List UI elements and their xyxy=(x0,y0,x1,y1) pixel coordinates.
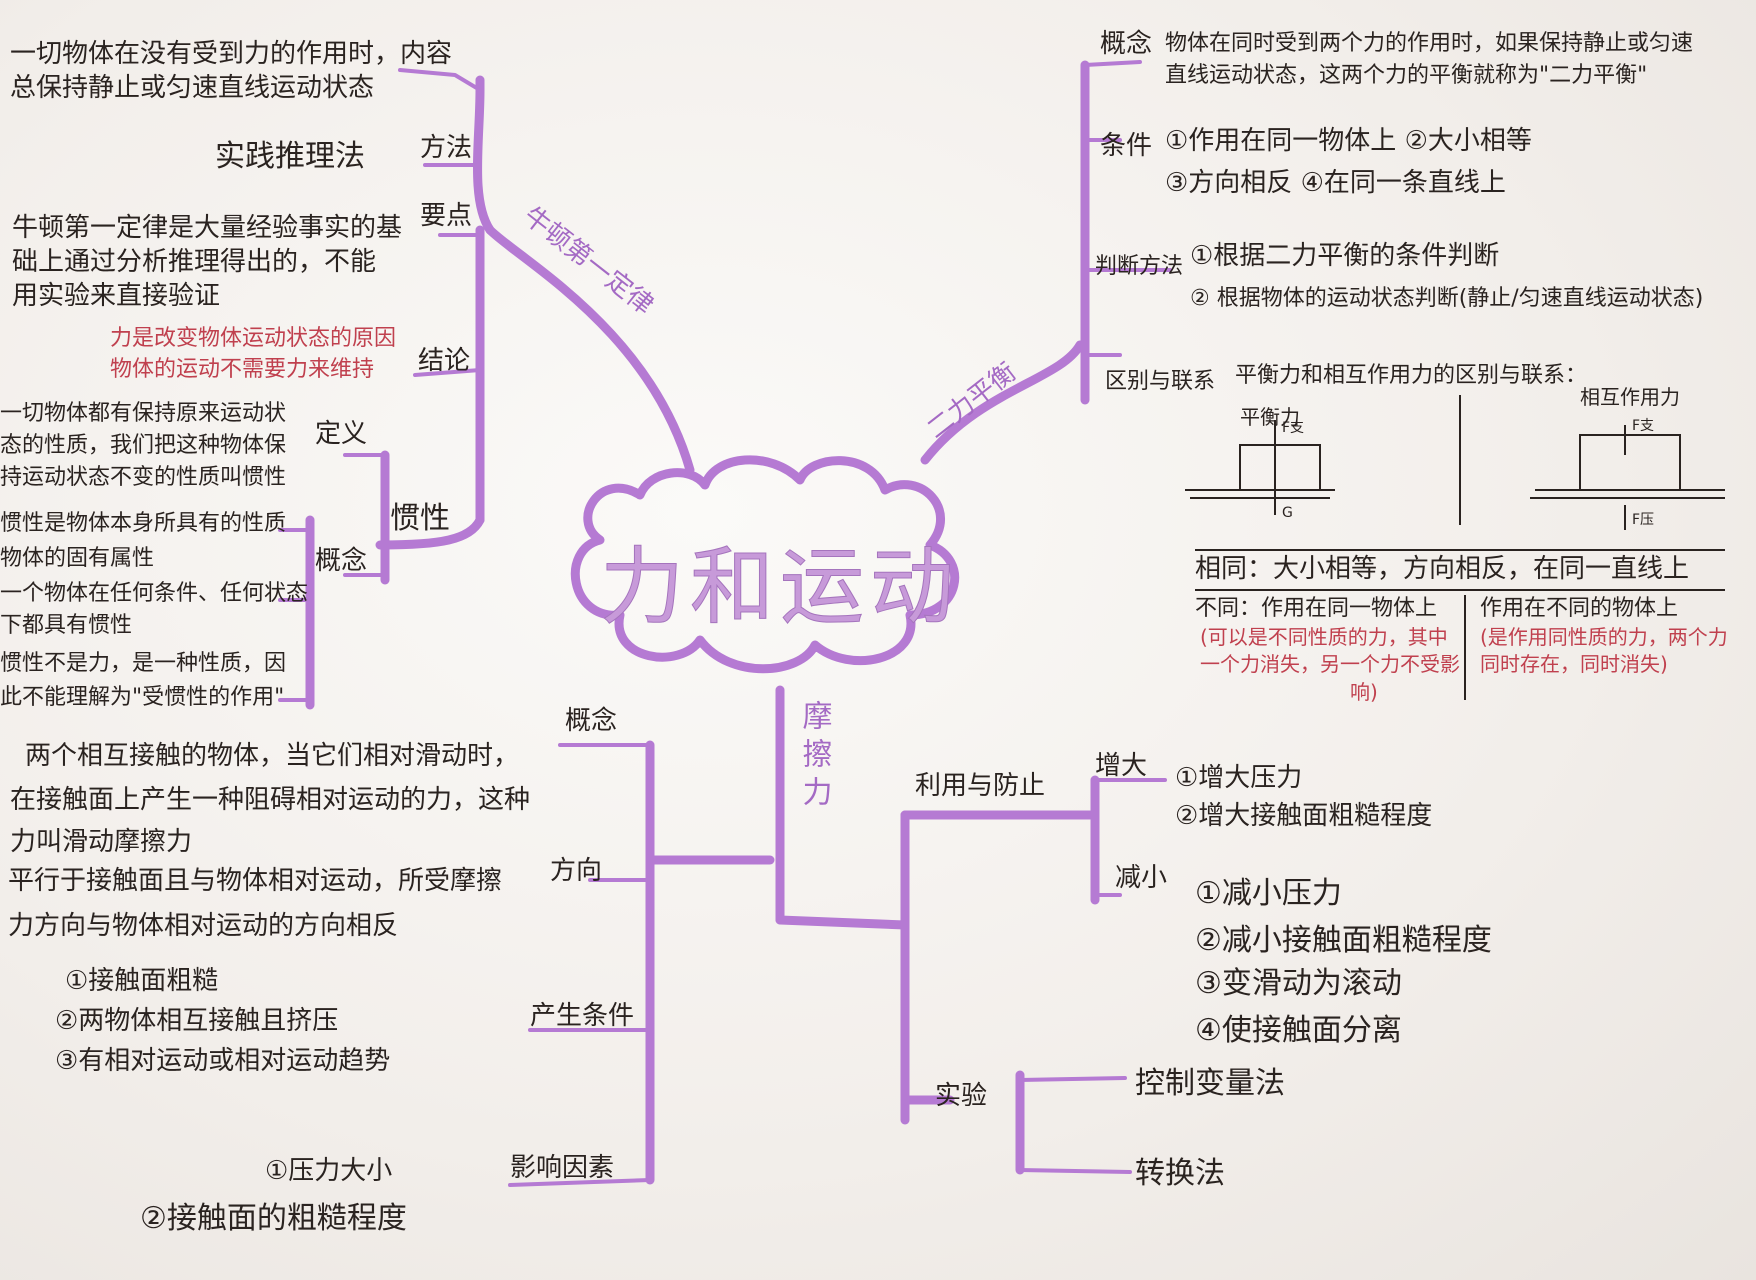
balance-judge-label: 判断方法 xyxy=(1095,254,1184,279)
balance-conditions-line-1: ①作用在同一物体上 ②大小相等 xyxy=(1165,126,1532,156)
balance-concept-line-2: 直线运动状态，这两个力的平衡就称为"二力平衡" xyxy=(1165,63,1648,88)
force-label-g: G xyxy=(1282,505,1293,521)
newton-method: 实践推理法 xyxy=(215,139,365,174)
inertia-definition-label: 定义 xyxy=(315,419,368,449)
inertia-concept-line-5: 惯性不是力，是一种性质，因 xyxy=(0,651,287,676)
friction-concept-line-3: 力叫滑动摩擦力 xyxy=(10,827,193,857)
balance-diff-left-note-3: 响) xyxy=(1350,680,1378,704)
friction-factors-label: 影响因素 xyxy=(510,1153,615,1183)
friction-factors-line-2: ②接触面的粗糙程度 xyxy=(140,1201,407,1236)
friction-factors-line-1: ①压力大小 xyxy=(265,1156,393,1186)
balance-concept-line-1: 物体在同时受到两个力的作用时，如果保持静止或匀速 xyxy=(1165,31,1694,56)
friction-produce-line-2: ②两物体相互接触且挤压 xyxy=(55,1006,339,1036)
friction-produce-line-3: ③有相对运动或相对运动趋势 xyxy=(55,1046,391,1076)
balance-force-caption: 平衡力 xyxy=(1240,405,1300,429)
friction-concept-line-2: 在接触面上产生一种阻碍相对运动的力，这种 xyxy=(10,785,531,815)
force-label-f-up: F支 xyxy=(1282,420,1305,436)
newton-content-line-2: 总保持静止或匀速直线运动状态 xyxy=(10,73,375,103)
balance-conditions-line-2: ③方向相反 ④在同一条直线上 xyxy=(1165,168,1506,198)
branch-label-friction: 摩擦力 xyxy=(796,700,832,814)
balance-diff-right: 作用在不同的物体上 xyxy=(1480,596,1679,621)
inertia-label: 惯性 xyxy=(390,501,450,536)
friction-experiment-label: 实验 xyxy=(935,1081,988,1111)
newton-points-label: 要点 xyxy=(420,201,473,231)
balance-judge-line-1: ①根据二力平衡的条件判断 xyxy=(1190,241,1500,271)
balance-diff-left: 不同：作用在同一物体上 xyxy=(1195,596,1438,621)
balance-concept-label: 概念 xyxy=(1100,29,1153,59)
friction-decrease-line-3: ③变滑动为滚动 xyxy=(1195,966,1402,1001)
friction-produce-label: 产生条件 xyxy=(530,1001,635,1031)
inertia-concept-line-1: 惯性是物体本身所具有的性质 xyxy=(0,511,287,536)
center-title: 力和运动 xyxy=(599,538,961,637)
friction-produce-line-1: ①接触面粗糙 xyxy=(65,966,219,996)
newton-points-line-3: 用实验来直接验证 xyxy=(12,281,221,311)
friction-increase-line-2: ②增大接触面粗糙程度 xyxy=(1175,801,1433,831)
force-label-f-sup2: F支 xyxy=(1632,418,1655,434)
newton-points-line-1: 牛顿第一定律是大量经验事实的基 xyxy=(12,213,403,243)
inertia-def-line-2: 态的性质，我们把这种物体保 xyxy=(0,433,287,458)
branch-newton xyxy=(485,225,695,475)
interaction-force-caption: 相互作用力 xyxy=(1580,385,1680,409)
newton-content-line-1: 一切物体在没有受到力的作用时， xyxy=(10,39,401,69)
friction-decrease-line-2: ②减小接触面粗糙程度 xyxy=(1195,923,1492,958)
balance-diff-right-note-1: (是作用同性质的力，两个力 xyxy=(1480,625,1728,649)
inertia-concept-label: 概念 xyxy=(315,546,368,576)
friction-decrease-line-1: ①减小压力 xyxy=(1195,876,1342,911)
inertia-concept-line-4: 下都具有惯性 xyxy=(0,613,133,638)
inertia-def-line-3: 持运动状态不变的性质叫惯性 xyxy=(0,465,287,490)
force-label-f-press: F压 xyxy=(1632,512,1655,528)
balance-diff-left-note-2: 一个力消失，另一个力不受影 xyxy=(1200,652,1460,676)
newton-conclusion-line-2: 物体的运动不需要力来维持 xyxy=(110,357,375,382)
balance-conditions-label: 条件 xyxy=(1100,131,1153,161)
friction-concept-line-1: 两个相互接触的物体，当它们相对滑动时， xyxy=(25,741,520,771)
friction-increase-label: 增大 xyxy=(1095,751,1148,781)
friction-increase-line-1: ①增大压力 xyxy=(1175,763,1303,793)
newton-points-line-2: 础上通过分析推理得出的，不能 xyxy=(12,247,377,277)
balance-judge-line-2: ② 根据物体的运动状态判断(静止/匀速直线运动状态) xyxy=(1190,286,1704,311)
newton-conclusion-line-1: 力是改变物体运动状态的原因 xyxy=(110,326,397,351)
inertia-def-line-1: 一切物体都有保持原来运动状 xyxy=(0,401,287,426)
balance-same: 相同：大小相等，方向相反，在同一直线上 xyxy=(1195,554,1690,584)
friction-experiment-line-1: 控制变量法 xyxy=(1135,1066,1285,1101)
friction-decrease-line-4: ④使接触面分离 xyxy=(1195,1013,1402,1048)
newton-content-label: 内容 xyxy=(400,39,453,69)
inertia-concept-line-2: 物体的固有属性 xyxy=(0,546,155,571)
inertia-concept-line-3: 一个物体在任何条件、任何状态 xyxy=(0,581,309,606)
newton-method-label: 方法 xyxy=(420,133,473,163)
friction-direction-label: 方向 xyxy=(550,856,603,886)
balance-relation-label: 区别与联系 xyxy=(1105,369,1216,394)
balance-diff-right-note-2: 同时存在，同时消失) xyxy=(1480,652,1668,676)
inertia-concept-line-6: 此不能理解为"受惯性的作用" xyxy=(0,685,285,710)
friction-concept-label: 概念 xyxy=(565,706,618,736)
friction-direction-line-2: 力方向与物体相对运动的方向相反 xyxy=(8,911,399,941)
friction-experiment-line-2: 转换法 xyxy=(1135,1156,1225,1191)
friction-use-label: 利用与防止 xyxy=(915,771,1046,801)
friction-decrease-label: 减小 xyxy=(1115,863,1168,893)
newton-conclusion-label: 结论 xyxy=(418,346,471,376)
branch-balance xyxy=(920,340,1085,465)
friction-direction-line-1: 平行于接触面且与物体相对运动，所受摩擦 xyxy=(8,866,503,896)
balance-relation: 平衡力和相互作用力的区别与联系： xyxy=(1235,363,1588,388)
title-cloud xyxy=(570,455,960,674)
balance-diff-left-note-1: (可以是不同性质的力，其中 xyxy=(1200,625,1448,649)
